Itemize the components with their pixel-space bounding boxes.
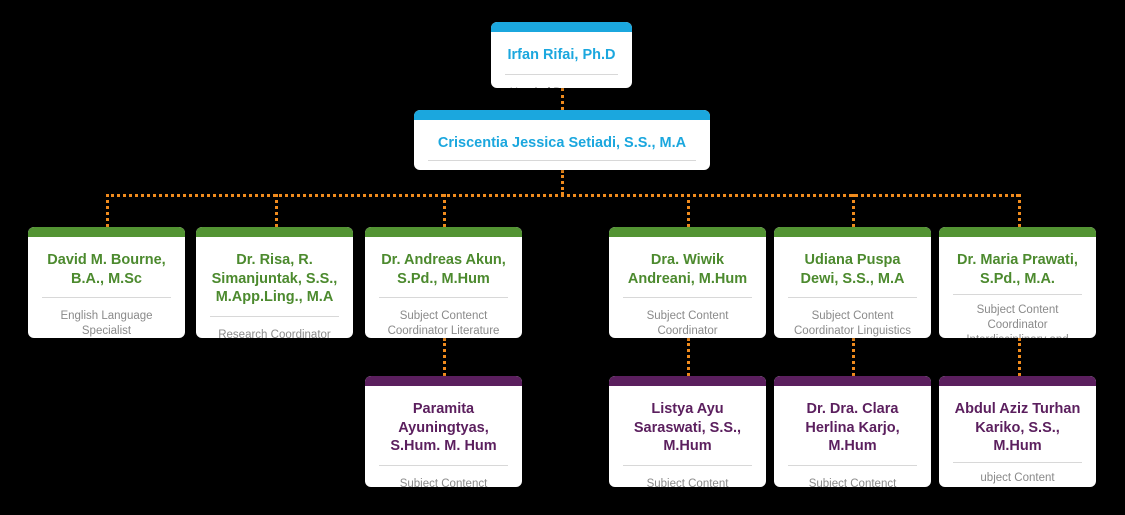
node-divider [379, 464, 508, 466]
connector-bus-drop-3 [443, 194, 446, 227]
node-role: English Language Specialist [60, 310, 153, 338]
node-divider [505, 73, 618, 75]
connector-bus-drop-6 [1018, 194, 1021, 227]
node-specialist-applied-linguistics[interactable]: Dr. Dra. Clara Herlina Karjo, M.Hum Subj… [774, 376, 931, 487]
node-role: Subject Content Coordinator Interdiscipl… [966, 304, 1068, 338]
node-name: Dr. Risa, R. Simanjuntak, S.S., M.App.Li… [211, 252, 338, 306]
node-accent-bar [365, 376, 522, 386]
node-body: Dr. Andreas Akun, S.Pd., M.Hum Subject C… [365, 237, 522, 338]
node-coordinator-linguistics[interactable]: Udiana Puspa Dewi, S.S., M.A Subject Con… [774, 227, 931, 338]
node-body: Listya Ayu Saraswati, S.S., M.Hum Subjec… [609, 386, 766, 487]
node-accent-bar [365, 227, 522, 237]
node-divider [953, 461, 1082, 463]
connector-bus-drop-2 [275, 194, 278, 227]
connector-horizontal-bus [106, 194, 1019, 197]
connector-deputy-to-bus [561, 170, 564, 195]
node-accent-bar [939, 376, 1096, 386]
connector-andreani-to-listya [687, 338, 690, 376]
node-name: Listya Ayu Saraswati, S.S., M.Hum [633, 401, 742, 455]
node-role: Deputy Head of English Department [424, 161, 700, 171]
node-accent-bar [196, 227, 353, 237]
node-role: Subject Contenct Specialist Literary Exp… [399, 477, 488, 487]
node-role: Subject Contenct Specialist-Applied Ling… [808, 477, 897, 487]
connector-prawati-to-abdul [1018, 338, 1021, 376]
connector-bus-drop-5 [852, 194, 855, 227]
connector-bus-drop-1 [106, 194, 109, 227]
node-body: Criscentia Jessica Setiadi, S.S., M.A De… [414, 120, 710, 170]
connector-bus-drop-4 [687, 194, 690, 227]
node-name: Udiana Puspa Dewi, S.S., M.A [800, 252, 905, 287]
node-name: David M. Bourne, B.A., M.Sc [47, 252, 166, 287]
node-role: ubject Content Specialist-English , Tech… [969, 471, 1066, 487]
node-divider [42, 297, 171, 299]
node-head-of-department[interactable]: Irfan Rifai, Ph.D Head of Department [491, 22, 632, 88]
connector-head-to-deputy [561, 88, 564, 110]
node-coordinator-fundamentals-in-english[interactable]: Dra. Wiwik Andreani, M.Hum Subject Conte… [609, 227, 766, 338]
connector-udiana-to-clara [852, 338, 855, 376]
node-accent-bar [491, 22, 632, 32]
node-divider [623, 464, 752, 466]
node-accent-bar [774, 376, 931, 386]
node-body: Abdul Aziz Turhan Kariko, S.S., M.Hum ub… [939, 386, 1096, 487]
node-divider [623, 297, 752, 299]
node-accent-bar [774, 227, 931, 237]
node-role: Head of Department [501, 75, 622, 88]
node-accent-bar [609, 376, 766, 386]
node-body: Udiana Puspa Dewi, S.S., M.A Subject Con… [774, 237, 931, 338]
node-accent-bar [414, 110, 710, 120]
node-body: Dr. Dra. Clara Herlina Karjo, M.Hum Subj… [774, 386, 931, 487]
node-body: Dr. Maria Prawati, S.Pd., M.A. Subject C… [939, 237, 1096, 338]
node-specialist-literary-expressions[interactable]: Paramita Ayuningtyas, S.Hum. M. Hum Subj… [365, 376, 522, 487]
node-deputy-head[interactable]: Criscentia Jessica Setiadi, S.S., M.A De… [414, 110, 710, 170]
node-role: Subject Content Coordinator Linguistics [794, 310, 911, 338]
node-specialist-cultural-awareness-philosophy[interactable]: Listya Ayu Saraswati, S.S., M.Hum Subjec… [609, 376, 766, 487]
node-name: Dr. Maria Prawati, S.Pd., M.A. [957, 252, 1078, 287]
node-accent-bar [28, 227, 185, 237]
node-role: Subject Content Specialist-Cultural Awar… [646, 477, 729, 487]
node-coordinator-interdisciplinary-professional[interactable]: Dr. Maria Prawati, S.Pd., M.A. Subject C… [939, 227, 1096, 338]
node-name: Irfan Rifai, Ph.D [507, 47, 616, 63]
node-role: Subject Contenct Coordinator Literature [387, 310, 500, 338]
node-name: Paramita Ayuningtyas, S.Hum. M. Hum [390, 401, 497, 455]
node-divider [788, 464, 917, 466]
node-divider [428, 159, 696, 161]
node-divider [210, 315, 339, 317]
node-name: Dra. Wiwik Andreani, M.Hum [627, 252, 748, 287]
connector-akun-to-paramita [443, 338, 446, 376]
node-research-coordinator[interactable]: Dr. Risa, R. Simanjuntak, S.S., M.App.Li… [196, 227, 353, 338]
node-name: Abdul Aziz Turhan Kariko, S.S., M.Hum [954, 401, 1081, 455]
node-english-language-specialist[interactable]: David M. Bourne, B.A., M.Sc English Lang… [28, 227, 185, 338]
node-body: David M. Bourne, B.A., M.Sc English Lang… [28, 237, 185, 338]
node-specialist-english-technology-creative-media[interactable]: Abdul Aziz Turhan Kariko, S.S., M.Hum ub… [939, 376, 1096, 487]
node-name: Dr. Andreas Akun, S.Pd., M.Hum [381, 252, 506, 287]
node-role: Subject Content Coordinator Fundamentals… [646, 310, 729, 338]
node-accent-bar [939, 227, 1096, 237]
node-name: Criscentia Jessica Setiadi, S.S., M.A [437, 135, 687, 151]
node-divider [953, 294, 1082, 296]
node-divider [788, 297, 917, 299]
node-accent-bar [609, 227, 766, 237]
node-body: Dr. Risa, R. Simanjuntak, S.S., M.App.Li… [196, 237, 353, 338]
node-role: Research Coordinator [218, 328, 331, 338]
node-coordinator-literature[interactable]: Dr. Andreas Akun, S.Pd., M.Hum Subject C… [365, 227, 522, 338]
node-body: Irfan Rifai, Ph.D Head of Department [491, 32, 632, 88]
node-divider [379, 297, 508, 299]
node-body: Paramita Ayuningtyas, S.Hum. M. Hum Subj… [365, 386, 522, 487]
node-name: Dr. Dra. Clara Herlina Karjo, M.Hum [805, 401, 900, 455]
node-body: Dra. Wiwik Andreani, M.Hum Subject Conte… [609, 237, 766, 338]
